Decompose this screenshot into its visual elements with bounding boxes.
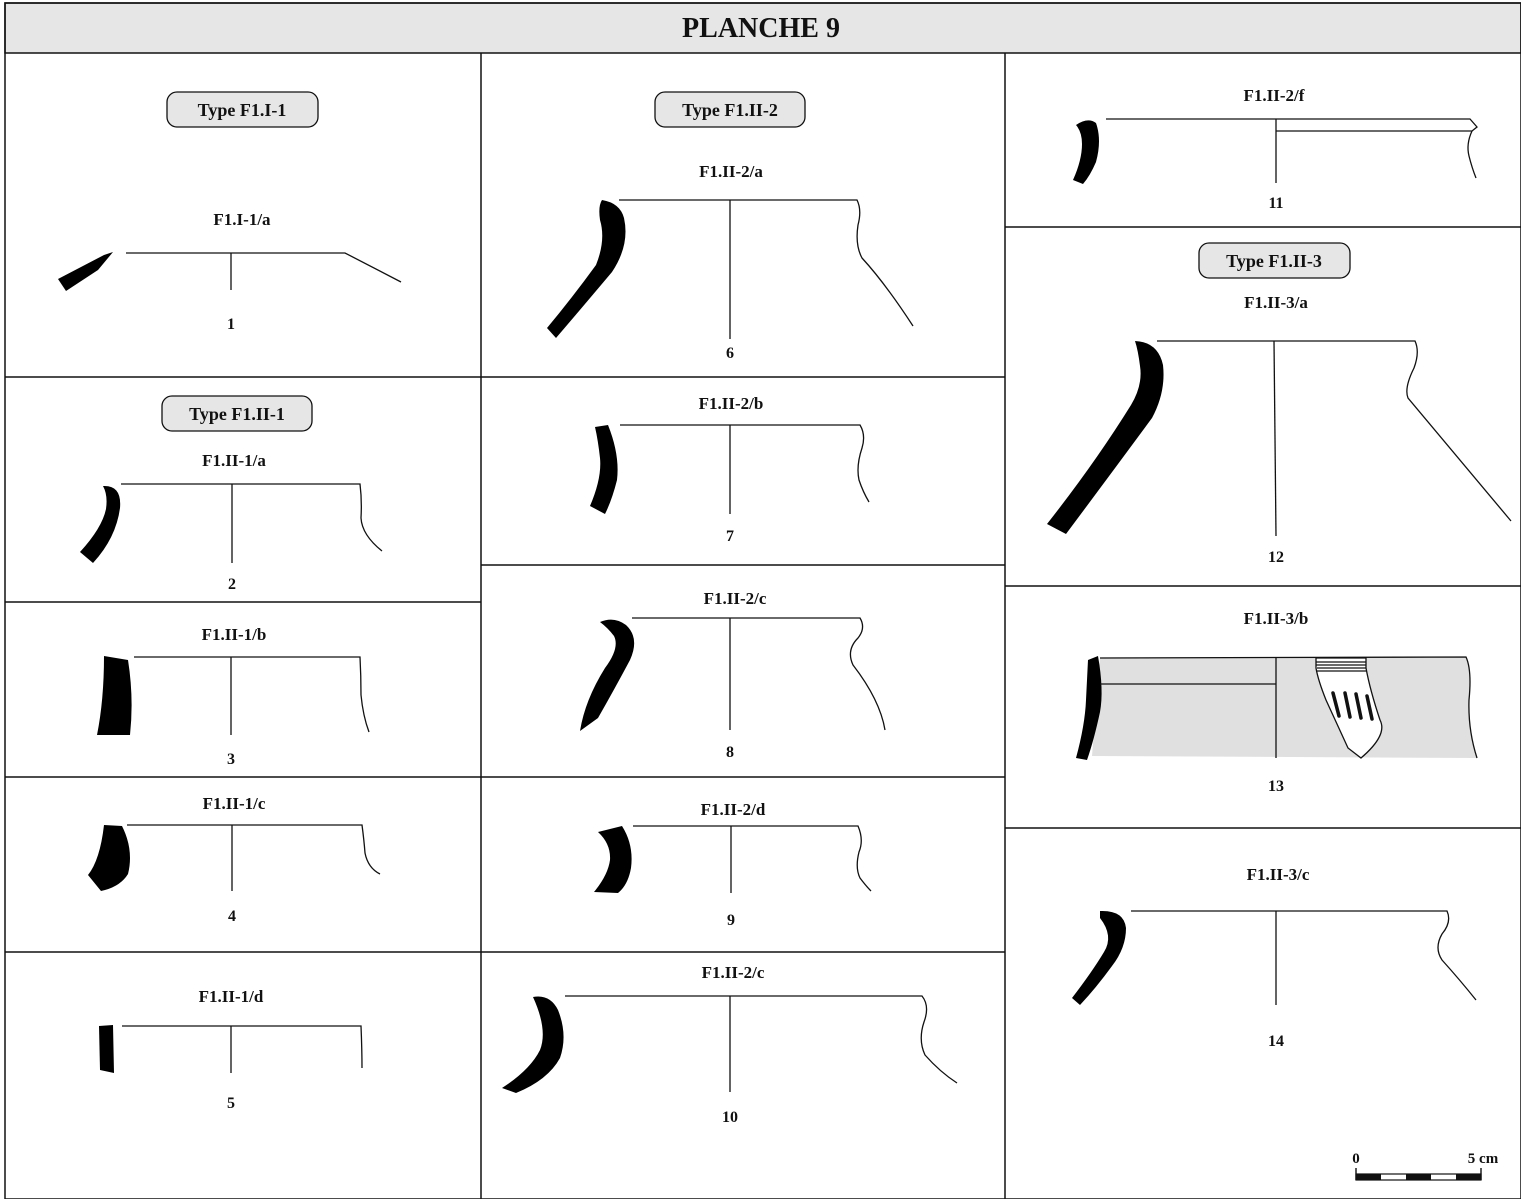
- vessel-outline: [620, 424, 870, 503]
- vessel-section: [88, 825, 130, 891]
- vessel-code-label: F1.II-2/f: [1244, 86, 1305, 105]
- vessel-number: 13: [1268, 778, 1284, 795]
- vessel-profile-14: F1.II-3/c 14: [1072, 865, 1477, 1050]
- vessel-outline: [619, 199, 914, 327]
- svg-text:Type F1.II-2: Type F1.II-2: [682, 100, 778, 120]
- vessel-section: [99, 1025, 114, 1073]
- vessel-number: 10: [722, 1109, 738, 1126]
- vessel-profile-1: F1.I-1/a 1: [58, 210, 402, 333]
- vessel-code-label: F1.II-2/b: [699, 394, 764, 413]
- vessel-outline: [632, 617, 886, 731]
- vessel-section: [1047, 341, 1164, 534]
- vessel-profile-8: F1.II-2/c 8: [580, 589, 886, 761]
- vessel-section: [547, 200, 626, 338]
- vessel-section: [1072, 910, 1126, 1005]
- vessel-section: [502, 996, 564, 1093]
- vessel-section: [590, 425, 618, 514]
- vessel-section: [97, 656, 132, 735]
- vessel-code-label: F1.I-1/a: [213, 210, 271, 229]
- plate-title: PLANCHE 9: [682, 13, 840, 44]
- plate-frame: [4, 2, 1521, 1199]
- vessel-outline: [121, 483, 383, 552]
- scale-start-label: 0: [1352, 1151, 1360, 1167]
- vessel-outline: [127, 824, 381, 875]
- scale-end-label: 5 cm: [1468, 1151, 1499, 1167]
- svg-text:Type F1.I-1: Type F1.I-1: [198, 100, 287, 120]
- scale-bar: 0 5 cm: [1352, 1151, 1499, 1181]
- vessel-number: 2: [228, 576, 236, 593]
- vessel-section: [1076, 656, 1102, 760]
- type-badge-f1-ii-2: Type F1.II-2: [654, 91, 806, 128]
- vessel-profile-5: F1.II-1/d 5: [99, 987, 363, 1112]
- vessel-code-label: F1.II-3/a: [1244, 293, 1308, 312]
- vessel-section: [594, 826, 632, 893]
- vessel-code-label: F1.II-2/d: [701, 800, 766, 819]
- vessel-profile-12: F1.II-3/a 12: [1047, 293, 1512, 566]
- vessel-outline: [565, 995, 958, 1084]
- vessel-section: [80, 485, 121, 563]
- vessel-profile-2: F1.II-1/a 2: [80, 451, 383, 593]
- vessel-code-label: F1.II-2/c: [702, 963, 765, 982]
- svg-text:Type F1.II-1: Type F1.II-1: [189, 404, 285, 424]
- vessel-outline: [1157, 340, 1512, 522]
- vessel-outline: [122, 1025, 363, 1069]
- vessel-profile-7: F1.II-2/b 7: [590, 394, 870, 545]
- vessel-number: 1: [227, 316, 235, 333]
- vessel-profile-3: F1.II-1/b 3: [97, 625, 370, 768]
- vessel-number: 6: [726, 345, 734, 362]
- type-badge-f1-ii-3: Type F1.II-3: [1198, 242, 1351, 279]
- vessel-number: 12: [1268, 549, 1284, 566]
- vessel-shaded-exterior: [1092, 657, 1477, 758]
- vessel-code-label: F1.II-1/c: [203, 794, 266, 813]
- handle-decoration: [1315, 657, 1383, 759]
- vessel-number: 5: [227, 1095, 235, 1112]
- vessel-number: 7: [726, 528, 734, 545]
- vessel-profile-4: F1.II-1/c 4: [88, 794, 381, 925]
- vessel-number: 4: [228, 908, 236, 925]
- vessel-outline: [134, 656, 370, 733]
- title-band: [4, 2, 1521, 54]
- vessel-number: 11: [1268, 195, 1283, 212]
- vessel-number: 8: [726, 744, 734, 761]
- vessel-outline: [633, 825, 872, 892]
- vessel-code-label: F1.II-3/b: [1244, 609, 1309, 628]
- vessel-section: [580, 619, 635, 731]
- vessel-outline: [1131, 910, 1477, 1001]
- vessel-code-label: F1.II-2/c: [704, 589, 767, 608]
- vessel-profile-10: F1.II-2/c 10: [502, 963, 958, 1126]
- type-badge-f1-ii-1: Type F1.II-1: [161, 395, 313, 432]
- vessel-profile-9: F1.II-2/d 9: [594, 800, 872, 929]
- vessel-section: [1073, 120, 1099, 184]
- vessel-code-label: F1.II-1/d: [199, 987, 264, 1006]
- vessel-number: 9: [727, 912, 735, 929]
- vessel-outline: [1099, 656, 1478, 759]
- vessel-section: [58, 252, 113, 291]
- vessel-outline: [126, 252, 402, 283]
- vessel-outline: [1467, 130, 1477, 179]
- vessel-code-label: F1.II-1/a: [202, 451, 266, 470]
- svg-text:Type F1.II-3: Type F1.II-3: [1226, 251, 1322, 271]
- vessel-axis: [1273, 340, 1277, 537]
- vessel-number: 3: [227, 751, 235, 768]
- vessel-profile-6: F1.II-2/a 6: [547, 162, 914, 362]
- type-badge-f1-i-1: Type F1.I-1: [166, 91, 319, 128]
- vessel-number: 14: [1268, 1033, 1284, 1050]
- vessel-code-label: F1.II-2/a: [699, 162, 763, 181]
- vessel-code-label: F1.II-1/b: [202, 625, 267, 644]
- vessel-profile-13: F1.II-3/b 13: [1076, 609, 1478, 795]
- vessel-profile-11: F1.II-2/f 11: [1073, 86, 1478, 212]
- vessel-code-label: F1.II-3/c: [1247, 865, 1310, 884]
- vessel-outline: [1106, 118, 1478, 132]
